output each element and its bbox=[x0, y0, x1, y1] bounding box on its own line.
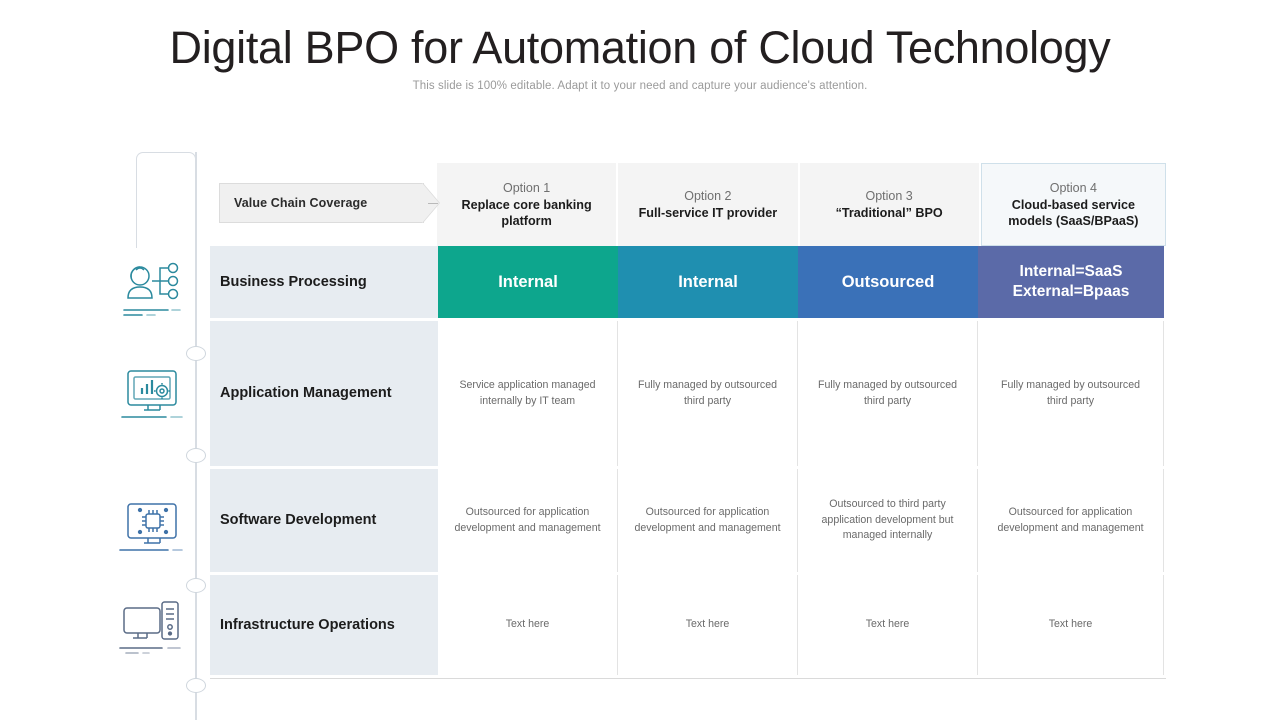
page-subtitle: This slide is 100% editable. Adapt it to… bbox=[412, 80, 868, 92]
row-label-software-development: Software Development bbox=[210, 469, 438, 572]
option-number: Option 2 bbox=[684, 189, 732, 203]
cell-business-processing-option-2: Internal bbox=[618, 246, 798, 318]
timeline-bracket bbox=[136, 152, 196, 248]
cell-business-processing-option-1: Internal bbox=[438, 246, 618, 318]
cell-text: Internal bbox=[678, 272, 738, 291]
cell-text: Text here bbox=[505, 618, 550, 631]
cell-infrastructure-operations-option-2: Text here bbox=[618, 575, 798, 675]
cell-text: Fully managed by outsourced third party bbox=[1001, 379, 1140, 407]
option-name: Full-service IT provider bbox=[638, 206, 778, 220]
cell-text: Internal bbox=[498, 272, 558, 291]
cell-text: Fully managed by outsourced third party bbox=[818, 379, 957, 407]
value-chain-coverage-cell: Value Chain Coverage bbox=[210, 163, 440, 246]
cell-software-development-option-1: Outsourced for application development a… bbox=[438, 469, 618, 572]
matrix-row-business-processing: Business Processing Internal Internal Ou… bbox=[210, 246, 1166, 318]
matrix-row-application-management: Application Management Service applicati… bbox=[210, 321, 1166, 466]
page-title: Digital BPO for Automation of Cloud Tech… bbox=[169, 22, 1111, 73]
title-block: Digital BPO for Automation of Cloud Tech… bbox=[0, 22, 1280, 92]
cell-text: Internal=SaaS External=Bpaas bbox=[1012, 263, 1130, 300]
cell-text: Outsourced for application development a… bbox=[997, 506, 1144, 534]
monitor-chip-icon bbox=[116, 496, 190, 560]
cell-text: Text here bbox=[685, 618, 730, 631]
timeline-node-4 bbox=[186, 678, 206, 693]
option-name: “Traditional” BPO bbox=[835, 206, 943, 220]
option-name: Cloud-based service models (SaaS/BPaaS) bbox=[1008, 198, 1139, 228]
value-chain-coverage-label: Value Chain Coverage bbox=[234, 196, 368, 210]
cell-software-development-option-2: Outsourced for application development a… bbox=[618, 469, 798, 572]
cell-text: Text here bbox=[1048, 618, 1093, 631]
cell-application-management-option-2: Fully managed by outsourced third party bbox=[618, 321, 798, 466]
cell-text: Outsourced for application development a… bbox=[454, 506, 601, 534]
column-header-option-2[interactable]: Option 2 Full-service IT provider bbox=[618, 163, 798, 246]
column-header-option-4[interactable]: Option 4 Cloud-based service models (Saa… bbox=[980, 163, 1167, 246]
row-label-text: Application Management bbox=[220, 385, 392, 401]
cell-infrastructure-operations-option-4: Text here bbox=[978, 575, 1164, 675]
timeline-node-1 bbox=[186, 346, 206, 361]
row-label-infrastructure-operations: Infrastructure Operations bbox=[210, 575, 438, 675]
row-label-business-processing: Business Processing bbox=[210, 246, 438, 318]
header-dash-1 bbox=[428, 203, 438, 205]
row-separator bbox=[210, 318, 1166, 321]
option-number: Option 3 bbox=[865, 189, 913, 203]
column-header-option-3[interactable]: Option 3 “Traditional” BPO bbox=[799, 163, 979, 246]
comparison-matrix: Value Chain Coverage Option 1 Replace co… bbox=[210, 163, 1167, 675]
cell-infrastructure-operations-option-1: Text here bbox=[438, 575, 618, 675]
matrix-row-software-development: Software Development Outsourced for appl… bbox=[210, 469, 1166, 572]
cell-application-management-option-3: Fully managed by outsourced third party bbox=[798, 321, 978, 466]
option-number: Option 4 bbox=[1049, 181, 1098, 195]
option-name: Replace core banking platform bbox=[461, 198, 592, 228]
row-separator bbox=[210, 466, 1166, 469]
matrix-header-row: Value Chain Coverage Option 1 Replace co… bbox=[210, 163, 1167, 246]
row-label-application-management: Application Management bbox=[210, 321, 438, 466]
person-network-icon bbox=[116, 258, 190, 322]
cell-software-development-option-3: Outsourced to third party application de… bbox=[798, 469, 978, 572]
timeline bbox=[119, 148, 216, 720]
row-label-text: Infrastructure Operations bbox=[220, 616, 395, 633]
cell-text: Fully managed by outsourced third party bbox=[638, 379, 777, 407]
monitor-chart-gear-icon bbox=[116, 363, 190, 427]
desktop-server-icon bbox=[116, 596, 190, 660]
cell-text: Outsourced to third party application de… bbox=[821, 498, 954, 542]
cell-application-management-option-4: Fully managed by outsourced third party bbox=[978, 321, 1164, 466]
cell-text: Outsourced bbox=[841, 272, 935, 291]
cell-business-processing-option-4: Internal=SaaS External=Bpaas bbox=[978, 246, 1164, 318]
option-number: Option 1 bbox=[502, 181, 551, 195]
cell-software-development-option-4: Outsourced for application development a… bbox=[978, 469, 1164, 572]
cell-business-processing-option-3: Outsourced bbox=[798, 246, 978, 318]
cell-text: Service application managed internally b… bbox=[459, 379, 596, 407]
cell-text: Outsourced for application development a… bbox=[634, 506, 781, 534]
column-header-option-1[interactable]: Option 1 Replace core banking platform bbox=[436, 163, 617, 246]
cell-text: Text here bbox=[865, 618, 910, 631]
timeline-node-2 bbox=[186, 448, 206, 463]
row-separator bbox=[210, 572, 1166, 575]
matrix-bottom-border bbox=[210, 678, 1166, 680]
value-chain-coverage-chevron: Value Chain Coverage bbox=[219, 183, 424, 223]
row-label-text: Software Development bbox=[220, 512, 377, 528]
row-label-text: Business Processing bbox=[220, 273, 367, 290]
cell-infrastructure-operations-option-3: Text here bbox=[798, 575, 978, 675]
timeline-node-3 bbox=[186, 578, 206, 593]
cell-application-management-option-1: Service application managed internally b… bbox=[438, 321, 618, 466]
timeline-spine bbox=[195, 152, 197, 720]
matrix-row-infrastructure-operations: Infrastructure Operations Text here Text… bbox=[210, 575, 1166, 675]
